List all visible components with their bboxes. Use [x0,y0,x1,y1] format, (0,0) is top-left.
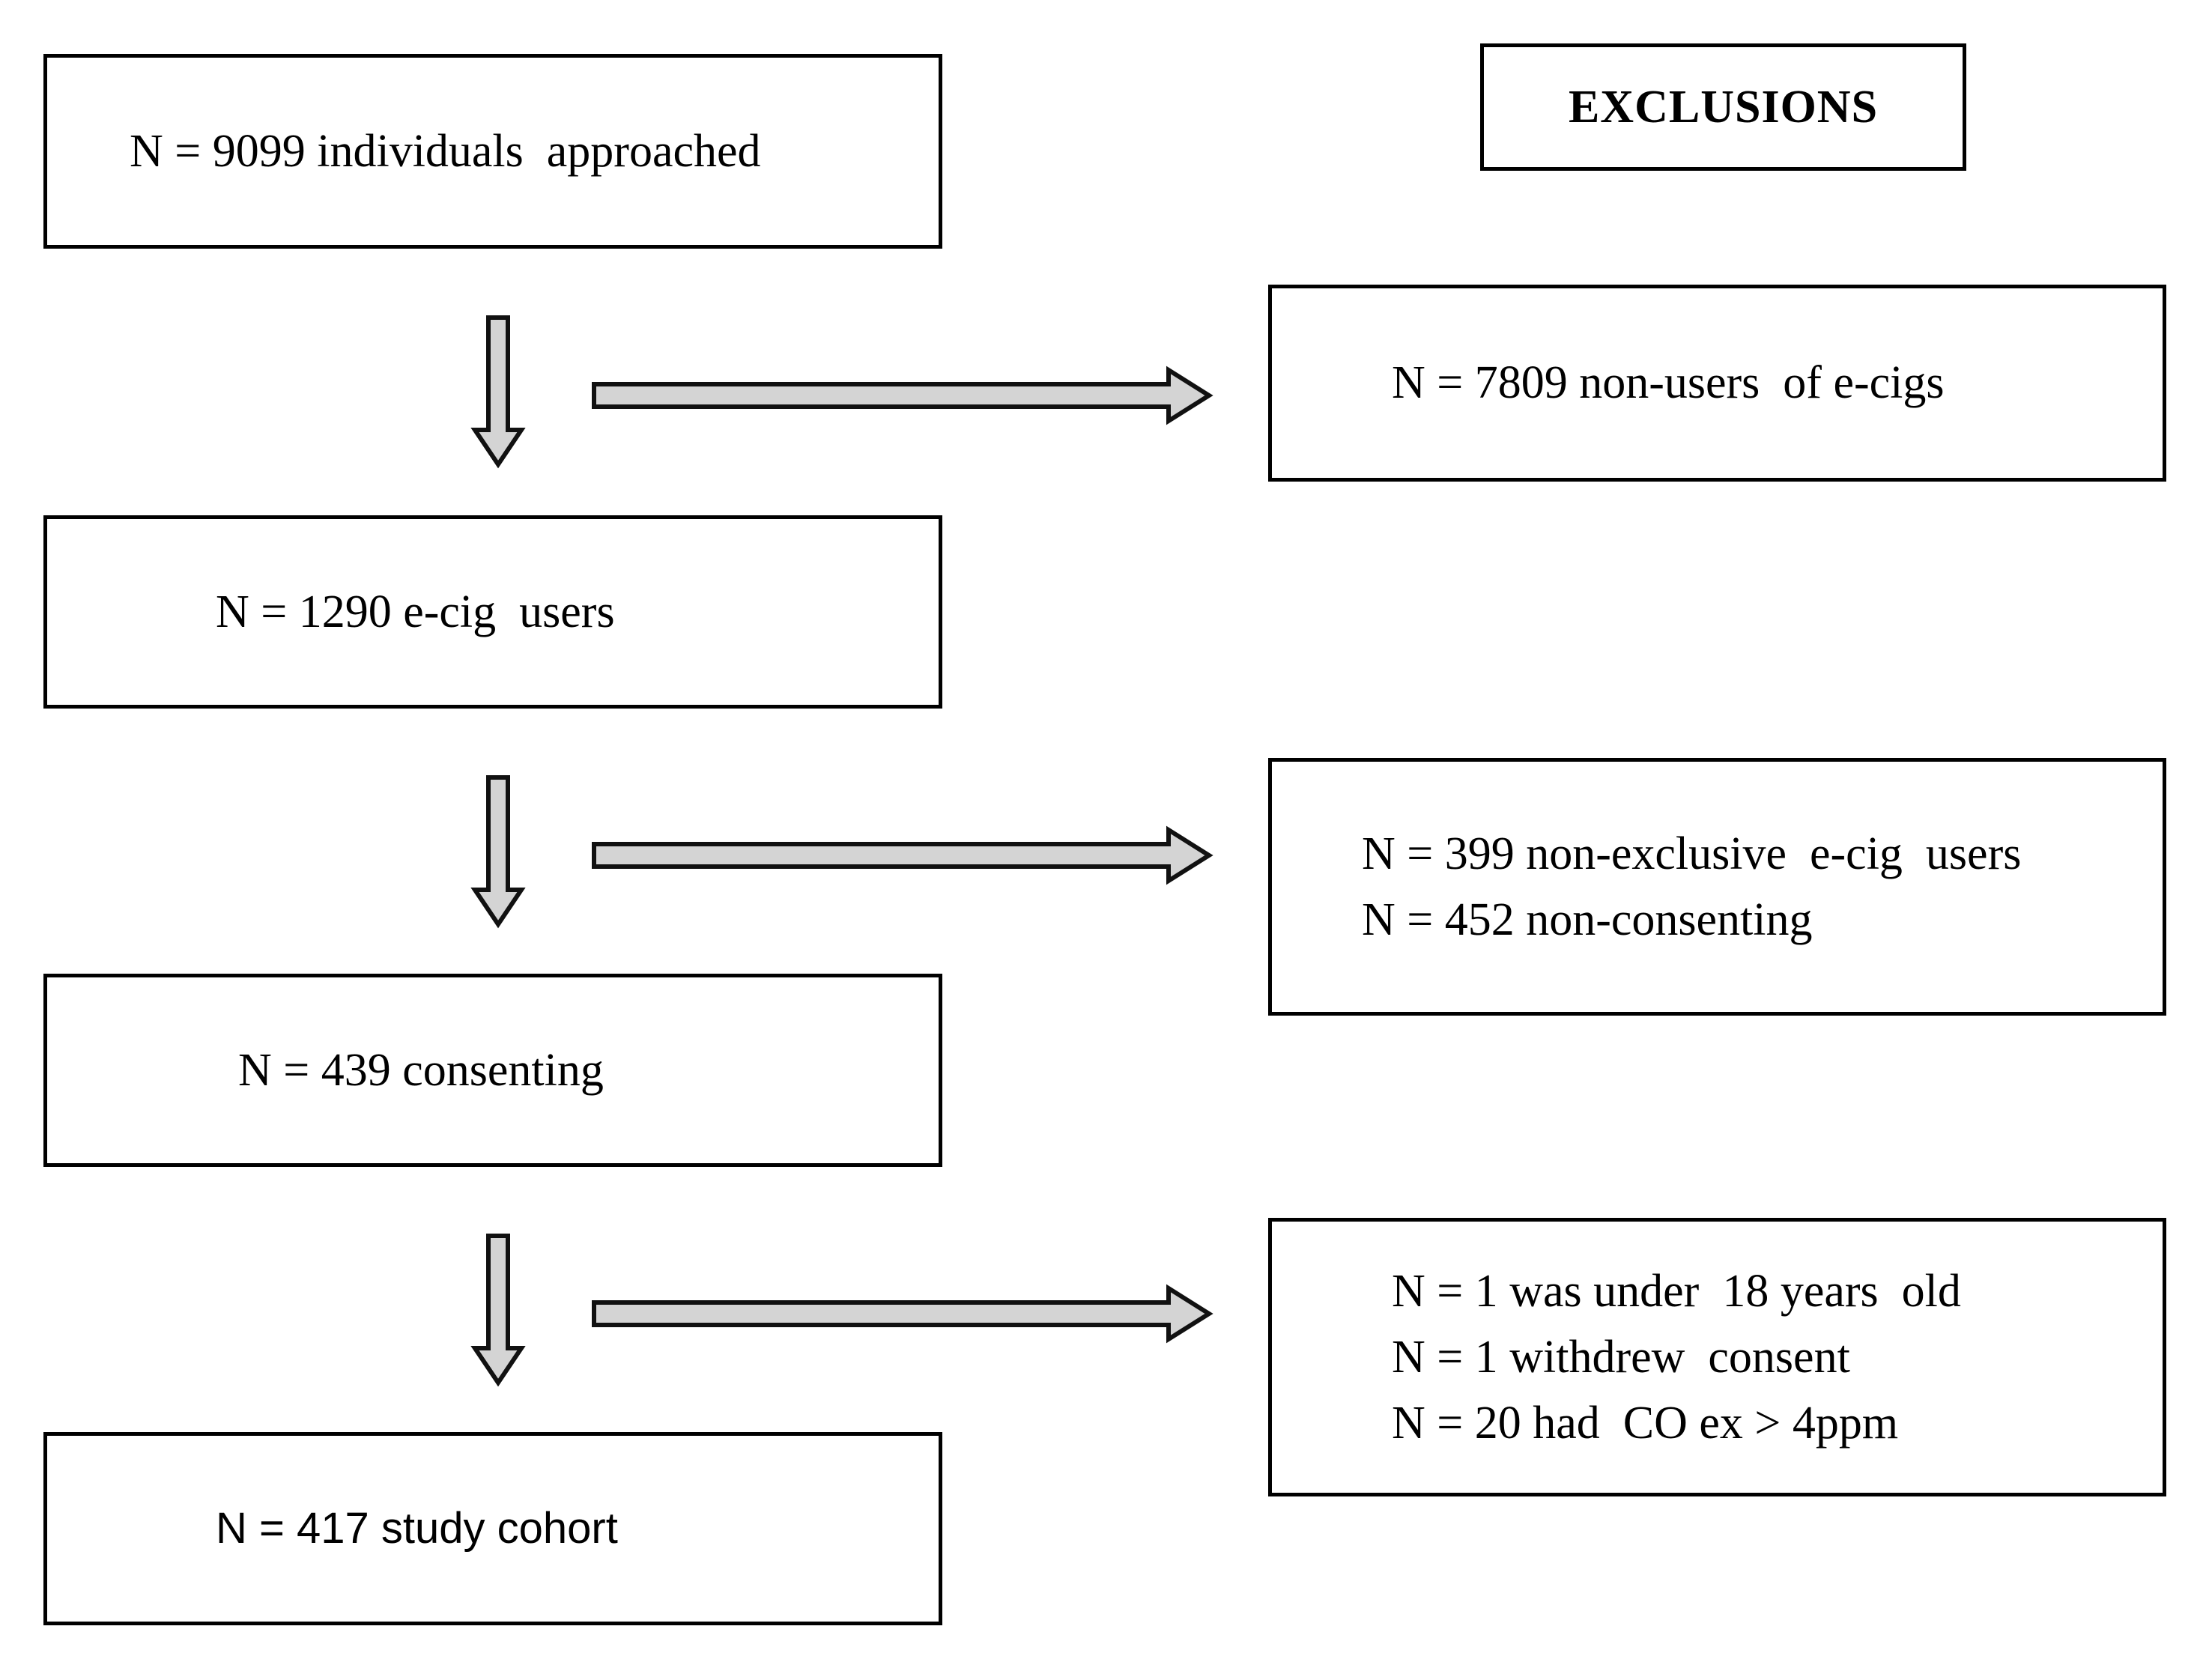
exclusion-box-final-line-1: N = 1 was under 18 years old [1392,1265,1961,1317]
arrow-right-block-icon-3 [592,1278,1213,1350]
flow-box-approached: N = 9099 individuals approached [43,54,942,249]
exclusion-box-non-users: N = 7809 non-users of e-cigs [1268,285,2166,482]
exclusion-box-final: N = 1 was under 18 years old N = 1 withd… [1268,1218,2166,1496]
flow-box-approached-line-1: N = 9099 individuals approached [130,125,761,177]
flow-box-study-cohort: N = 417 study cohort [43,1432,942,1625]
exclusions-title-label: EXCLUSIONS [1568,81,1879,133]
arrow-right-block-icon-2 [592,819,1213,891]
exclusion-box-non-exclusive-line-2: N = 452 non-consenting [1362,894,1813,945]
arrow-down-block-icon-2 [470,775,526,929]
flow-box-ecig-users-line-1: N = 1290 e-cig users [216,586,615,637]
exclusion-box-non-users-line-1: N = 7809 non-users of e-cigs [1392,357,1945,409]
exclusion-box-final-line-2: N = 1 withdrew consent [1392,1331,1850,1383]
exclusion-box-non-exclusive: N = 399 non-exclusive e-cig users N = 45… [1268,758,2166,1016]
arrow-right-block-icon-1 [592,360,1213,431]
exclusion-box-non-exclusive-line-1: N = 399 non-exclusive e-cig users [1362,828,2022,879]
arrow-down-block-icon-3 [470,1234,526,1387]
flow-box-ecig-users: N = 1290 e-cig users [43,515,942,709]
arrow-down-block-icon-1 [470,315,526,469]
flow-box-consenting: N = 439 consenting [43,974,942,1167]
exclusions-title-box: EXCLUSIONS [1480,43,1966,171]
exclusion-box-final-line-3: N = 20 had CO ex > 4ppm [1392,1398,1899,1449]
flow-box-study-cohort-line-1: N = 417 study cohort [216,1503,618,1553]
flow-box-consenting-line-1: N = 439 consenting [238,1044,604,1096]
